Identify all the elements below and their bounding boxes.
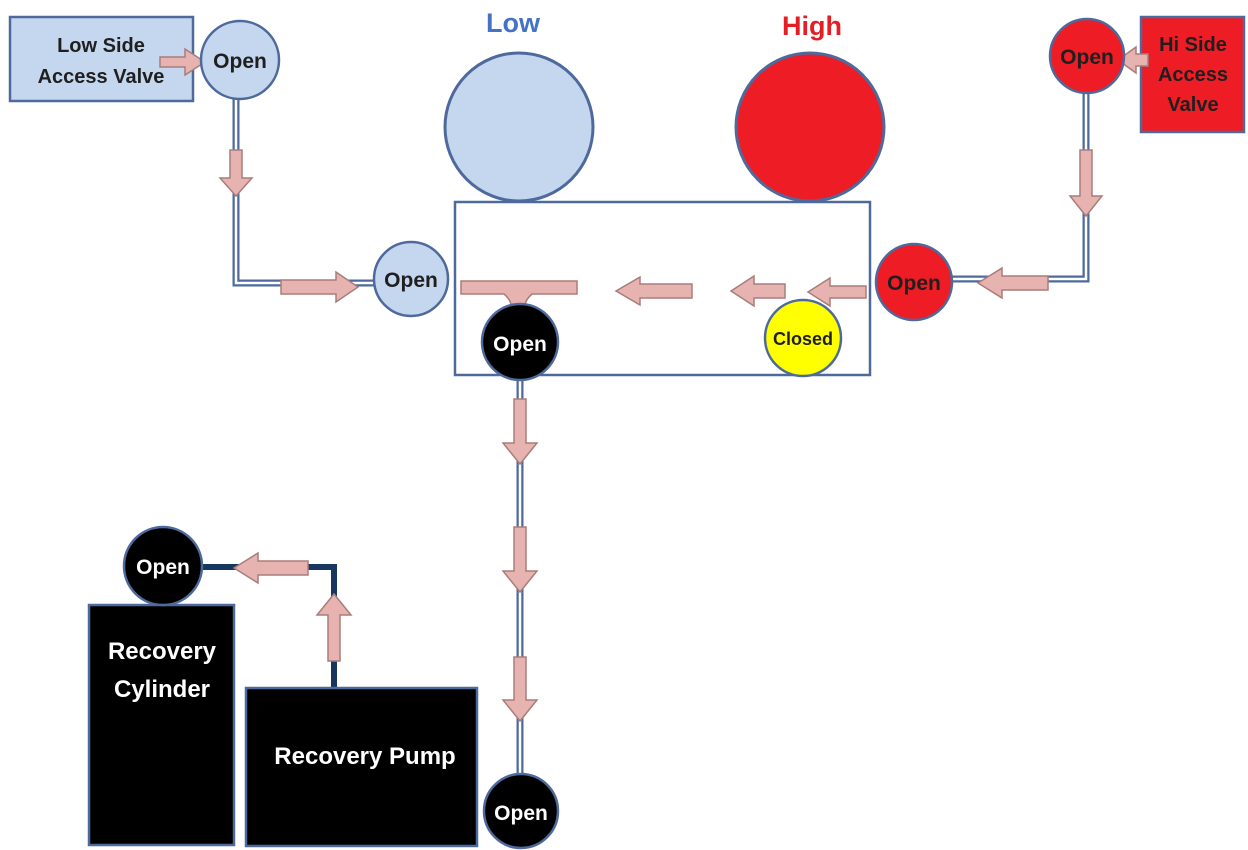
valve-status: Open bbox=[213, 50, 267, 73]
recovery-cylinder: Recovery Cylinder bbox=[87, 603, 236, 847]
low-side-pipe bbox=[232, 91, 380, 287]
valve-status: Open bbox=[1060, 46, 1114, 69]
flow-arrow-left bbox=[806, 276, 867, 308]
valve-status: Open bbox=[384, 269, 438, 292]
flow-arrow-up bbox=[315, 592, 353, 662]
hi-access-valve[interactable]: Open bbox=[1048, 17, 1126, 95]
valve-status: Open bbox=[493, 333, 547, 356]
low-side-access-valve-line1: Low Side bbox=[57, 35, 145, 57]
low-gauge-label: Low bbox=[486, 8, 541, 38]
flow-arrow-left bbox=[1116, 45, 1149, 75]
flow-arrow-down bbox=[501, 398, 539, 466]
high-gauge-label: High bbox=[782, 11, 842, 41]
flow-arrow-left bbox=[976, 266, 1049, 300]
pump-inlet-valve[interactable]: Open bbox=[482, 772, 560, 850]
recovery-pump: Recovery Pump bbox=[244, 686, 479, 848]
flow-arrow-left bbox=[729, 274, 786, 308]
flow-arrows bbox=[159, 45, 1149, 723]
pipes bbox=[202, 91, 1090, 789]
manifold-center-valve[interactable]: Open bbox=[480, 302, 560, 382]
high-side-pipe bbox=[948, 91, 1090, 283]
hi-side-access-valve: Hi Side Access Valve bbox=[1139, 15, 1246, 134]
recovery-cylinder-line1: Recovery bbox=[108, 638, 217, 665]
valve-status: Open bbox=[136, 556, 190, 579]
flow-arrow-down bbox=[501, 526, 539, 594]
flow-arrow-left bbox=[614, 275, 693, 307]
valve-status: Open bbox=[494, 802, 548, 825]
hi-side-access-valve-line2: Access bbox=[1158, 64, 1228, 86]
recovery-cylinder-line2: Cylinder bbox=[114, 676, 210, 703]
hi-side-access-valve-line1: Hi Side bbox=[1159, 34, 1227, 56]
flow-arrow-right bbox=[159, 47, 207, 77]
low-side-access-valve-line2: Access Valve bbox=[38, 66, 165, 88]
flow-arrow-down bbox=[218, 149, 254, 198]
manifold-high-valve[interactable]: Closed bbox=[763, 298, 843, 378]
high-pressure-gauge: High bbox=[734, 11, 886, 203]
cylinder-valve[interactable]: Open bbox=[122, 525, 204, 607]
recovery-pump-label: Recovery Pump bbox=[274, 743, 455, 770]
valve-status: Closed bbox=[773, 329, 833, 349]
flow-arrow-left bbox=[232, 551, 309, 585]
low-access-valve[interactable]: Open bbox=[199, 19, 281, 101]
flow-arrow-down bbox=[501, 656, 539, 723]
low-pressure-gauge: Low bbox=[443, 8, 595, 203]
low-gauge-dial bbox=[443, 51, 595, 203]
hi-side-access-valve-line3: Valve bbox=[1167, 94, 1218, 116]
manifold-high-inlet-valve[interactable]: Open bbox=[874, 242, 954, 322]
flow-arrow-right bbox=[280, 270, 360, 304]
valve-status: Open bbox=[887, 272, 941, 295]
high-gauge-dial bbox=[734, 51, 886, 203]
flow-arrow-down bbox=[1068, 149, 1104, 218]
manifold-low-inlet-valve[interactable]: Open bbox=[372, 240, 450, 318]
